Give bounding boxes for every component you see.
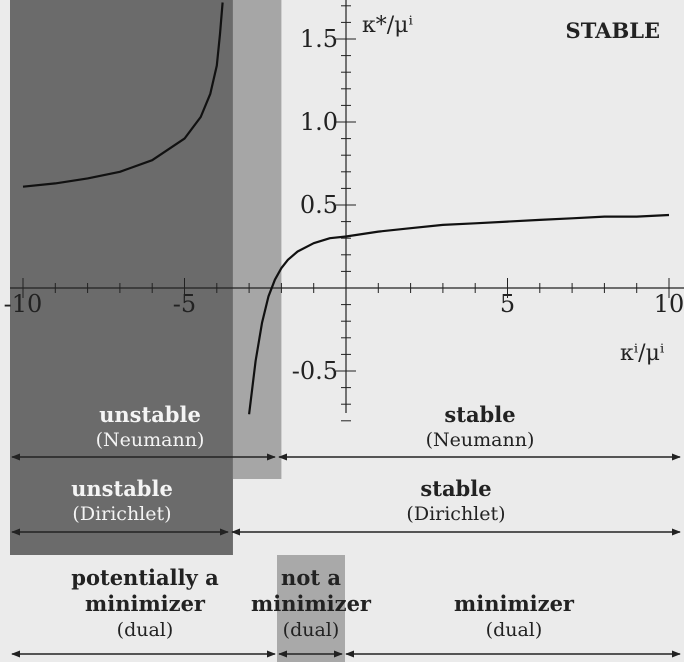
dual-mid-sub: (dual) bbox=[283, 619, 340, 641]
curve-branch-2 bbox=[248, 213, 670, 415]
dirichlet-right-title: stable bbox=[420, 476, 491, 501]
x-axis-label: κⁱ/μⁱ bbox=[620, 341, 665, 366]
stable-label: STABLE bbox=[566, 18, 660, 43]
neumann-band: unstable (Neumann) stable (Neumann) bbox=[11, 402, 681, 461]
dual-right-sub: (dual) bbox=[486, 619, 543, 641]
neumann-left-title: unstable bbox=[99, 402, 201, 427]
not-a-minimizer-region bbox=[277, 555, 345, 662]
dual-band: potentially a minimizer (dual) not a min… bbox=[11, 565, 681, 658]
dirichlet-band: unstable (Dirichlet) stable (Dirichlet) bbox=[11, 476, 681, 536]
x-tick-labels: -10 -5 5 10 bbox=[4, 290, 684, 318]
y-ticks bbox=[336, 5, 356, 422]
dual-left-title-2: minimizer bbox=[85, 591, 206, 616]
y-tick-label: -0.5 bbox=[292, 357, 338, 385]
y-tick-label: 1.5 bbox=[300, 25, 338, 53]
x-ticks bbox=[22, 278, 670, 298]
curve-branch-1 bbox=[22, 2, 224, 188]
neumann-right-title: stable bbox=[444, 402, 515, 427]
neumann-left-sub: (Neumann) bbox=[96, 429, 205, 451]
unstable-region-neumann bbox=[232, 0, 282, 479]
dual-left-sub: (dual) bbox=[117, 619, 174, 641]
neumann-right-sub: (Neumann) bbox=[426, 429, 535, 451]
x-tick-label: 10 bbox=[654, 290, 684, 318]
dual-right-title: minimizer bbox=[454, 591, 575, 616]
y-axis-label: κ*/μⁱ bbox=[362, 13, 413, 38]
dirichlet-right-sub: (Dirichlet) bbox=[406, 503, 505, 525]
x-tick-label: -5 bbox=[173, 290, 196, 318]
dual-left-title-1: potentially a bbox=[71, 565, 219, 590]
dirichlet-left-title: unstable bbox=[71, 476, 173, 501]
x-tick-label: 5 bbox=[500, 290, 515, 318]
y-tick-label: 1.0 bbox=[300, 108, 338, 136]
dual-mid-title-1: not a bbox=[281, 565, 341, 590]
x-tick-label: -10 bbox=[4, 290, 43, 318]
y-tick-label: 0.5 bbox=[300, 191, 338, 219]
curves bbox=[22, 2, 670, 415]
dirichlet-left-sub: (Dirichlet) bbox=[72, 503, 171, 525]
dual-mid-title-2: minimizer bbox=[251, 591, 372, 616]
unstable-region-dirichlet bbox=[10, 0, 233, 555]
y-tick-labels: -0.5 0.5 1.0 1.5 bbox=[292, 25, 338, 385]
